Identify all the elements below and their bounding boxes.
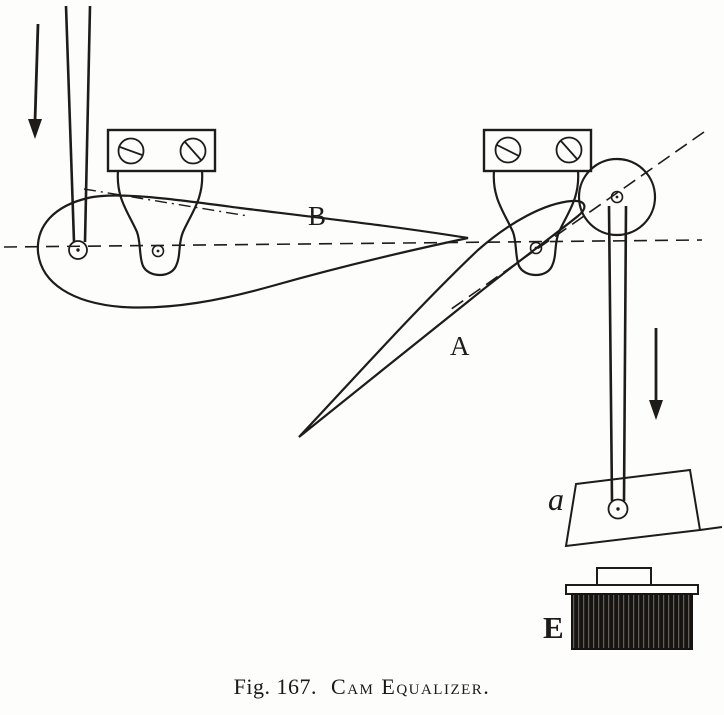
horizontal-centerline [3,239,703,248]
label-armature: a [548,481,564,517]
bracket-pivot [529,241,543,255]
coil-flange [565,584,699,595]
screw-slot [560,140,578,160]
rod-lower-pivot-center [616,507,620,511]
rod-pivot [68,240,88,260]
armature-plate-outline [564,468,702,548]
arrow-shaft [33,23,40,122]
bracket-pivot [151,244,165,258]
eccentric-disc [577,157,657,237]
drive-rod-right-edge [83,5,92,243]
connecting-rod-left-edge [607,205,614,502]
connecting-rod [607,205,629,520]
screw-head-icon [117,137,145,165]
cam-b-shape [36,194,469,309]
drive-rod [64,5,92,260]
figure-title: Cam Equalizer. [331,674,491,699]
armature-plate-edge-extension [699,526,723,531]
armature-plate [564,468,723,548]
disc-outline [577,157,657,237]
coil-core-top [596,567,652,586]
disc-pivot-center [615,195,619,199]
bracket-plate [482,128,593,173]
coil-body [571,593,693,650]
bracket-left [106,128,217,277]
label-magnet: E [543,610,564,645]
rod-lower-pivot [607,498,629,520]
down-arrow-right-icon [649,328,663,420]
cam-a-shape [298,199,586,438]
bracket-body [492,170,580,277]
cam-b-centerline [83,188,249,217]
bracket-plate [106,128,217,173]
screw-head-icon [179,137,207,165]
magnet-coil [565,567,699,650]
arrow-head [649,400,663,420]
connecting-rod-right-edge [622,205,628,502]
screw-head-icon [555,136,583,164]
screw-slot [184,141,202,161]
bracket-pivot-center [156,249,160,253]
bracket-pivot-center [534,246,538,250]
drive-rod-left-edge [64,5,76,243]
diagonal-centerline [446,131,705,313]
label-cam-a: A [450,331,470,361]
figure-number: Fig. 167. [233,674,318,699]
arrow-head [28,119,42,139]
figure-caption: Fig. 167. Cam Equalizer. [0,674,724,700]
label-cam-b: B [308,201,326,231]
screw-slot [119,146,143,156]
screw-slot [496,144,520,157]
rod-pivot-center [76,248,80,252]
bracket-body [116,170,204,277]
disc-pivot [610,190,624,204]
screw-head-icon [494,136,522,164]
down-arrow-left-icon [28,23,42,139]
bracket-right [482,128,593,277]
